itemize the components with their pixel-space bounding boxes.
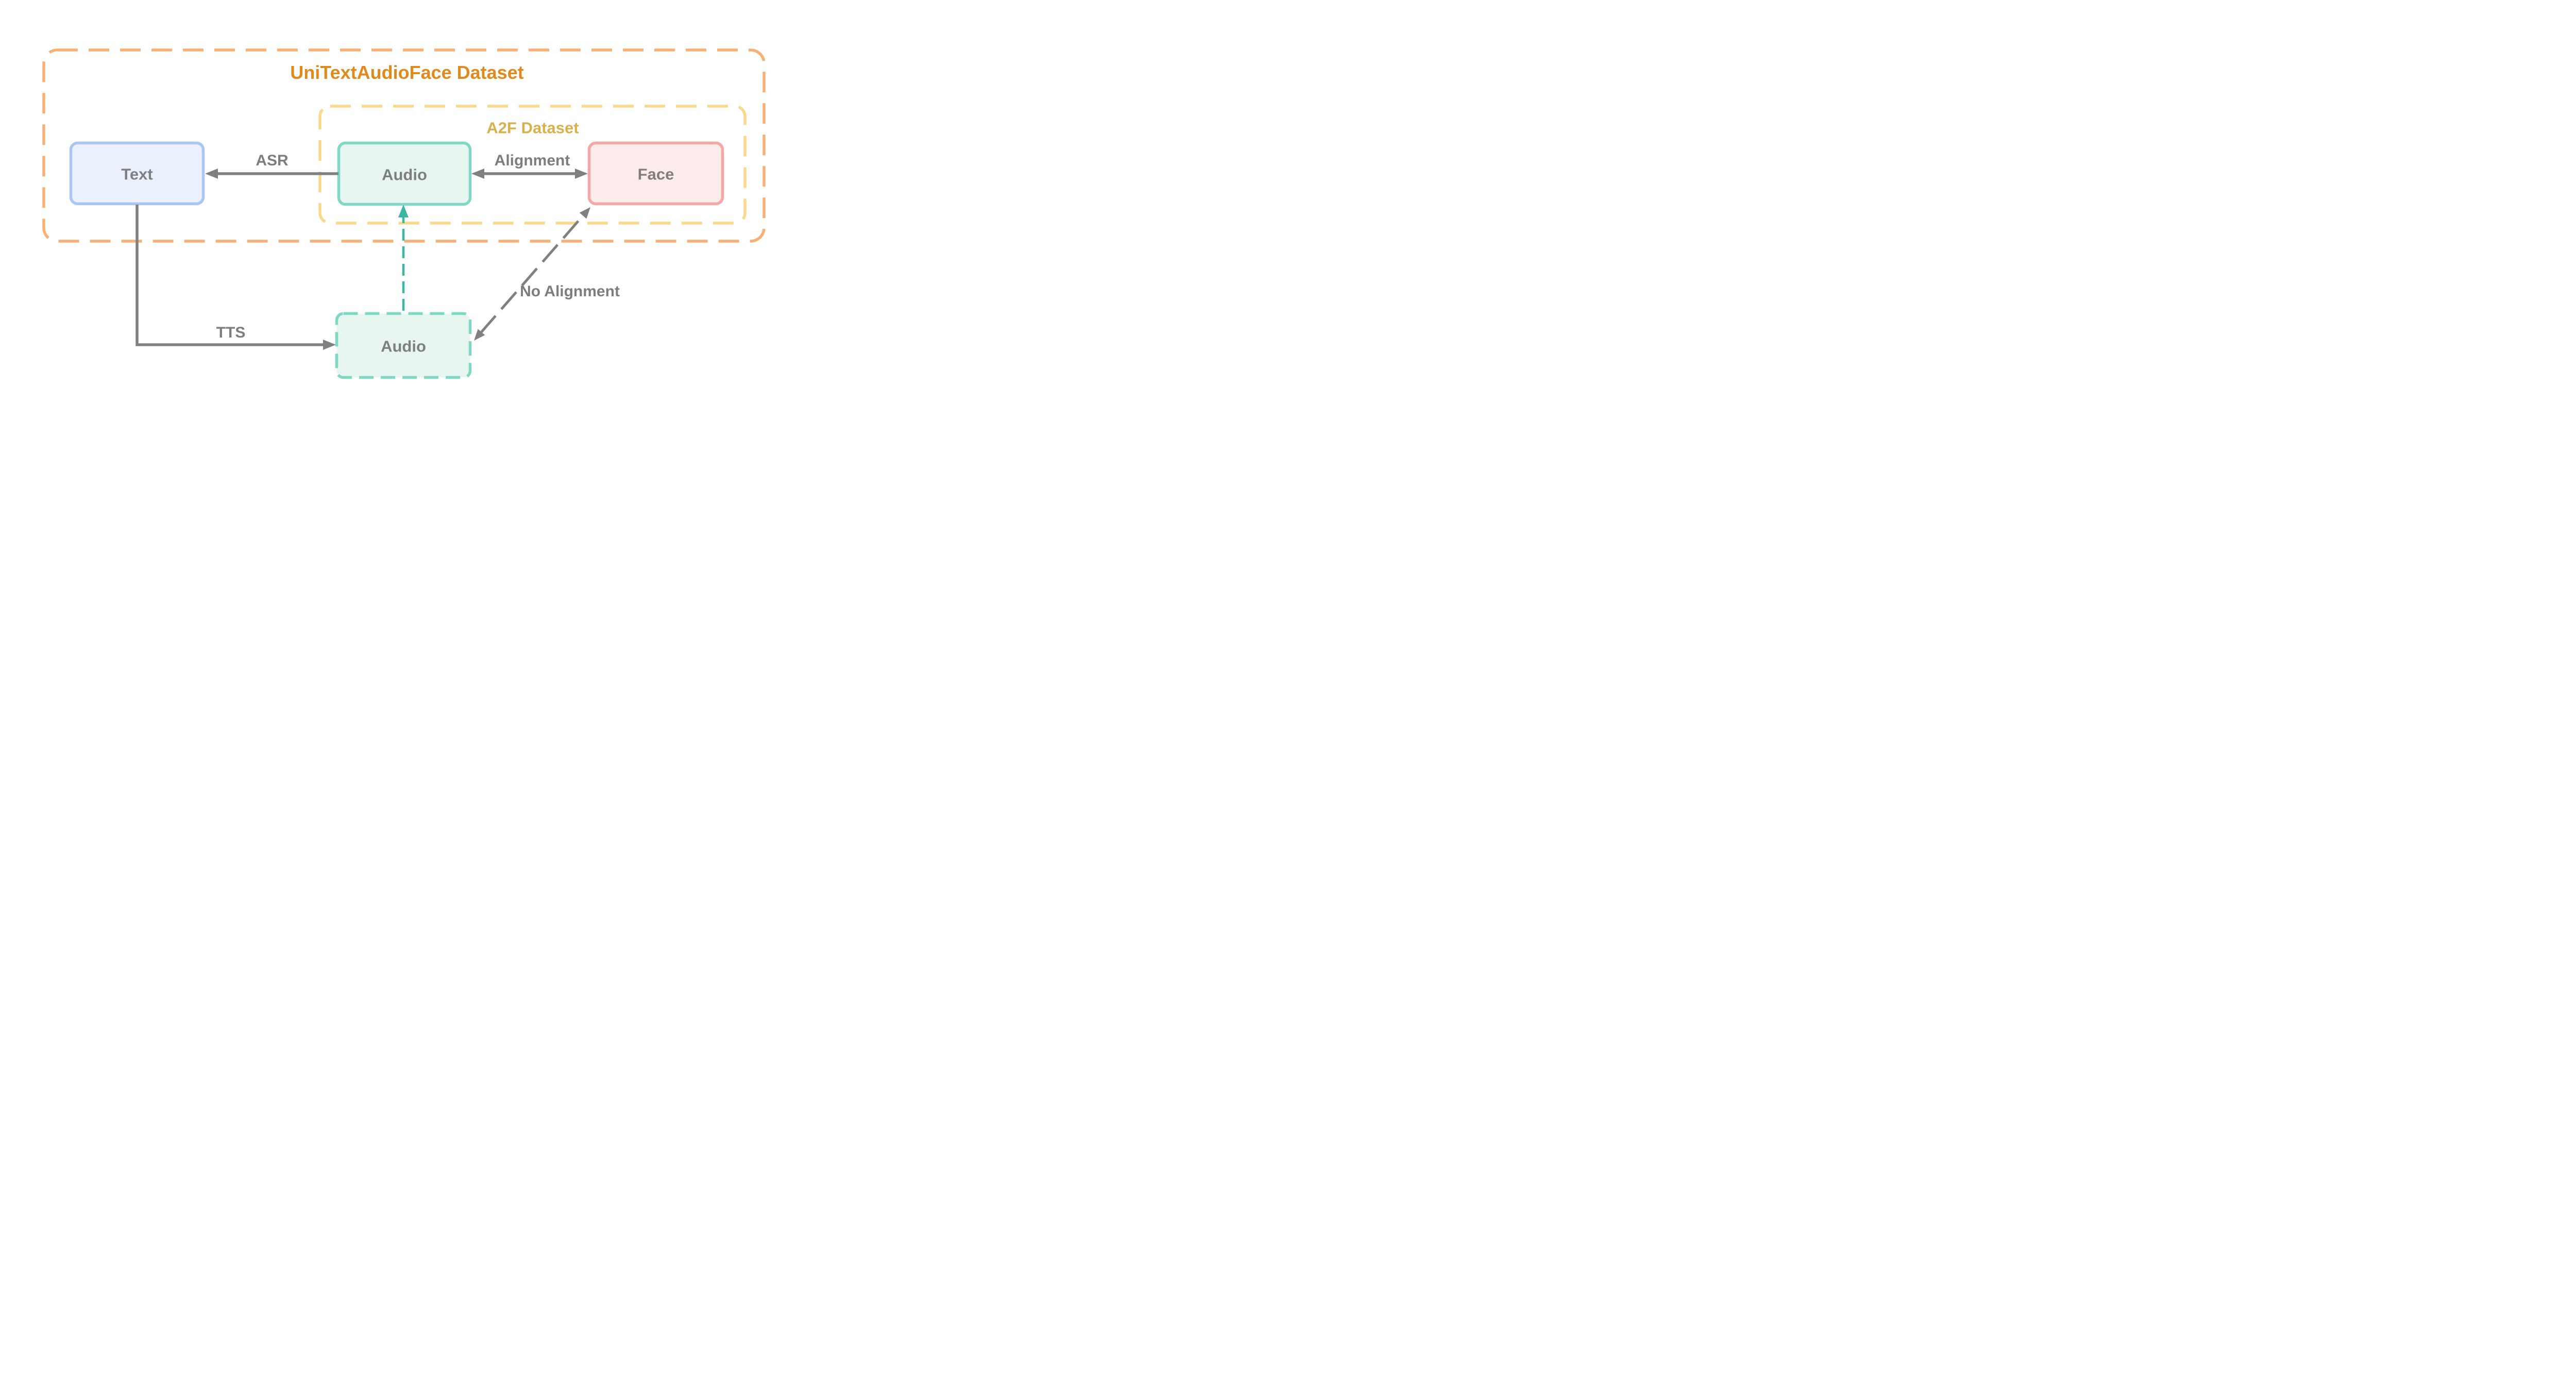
- face-node-box: [587, 141, 724, 206]
- no-alignment-edge-label: No Alignment: [520, 283, 620, 300]
- asr-edge-label: ASR: [256, 152, 289, 169]
- alignment-arrow: [471, 168, 588, 179]
- alignment-edge-label: Alignment: [494, 152, 570, 169]
- text-node-label: Text: [121, 165, 153, 183]
- alignment-right-arrowhead-icon: [575, 168, 588, 179]
- uni-text-audio-face-dataset-boundary: [42, 48, 766, 243]
- a2f-dataset-boundary: [318, 105, 747, 225]
- alignment-left-arrowhead-icon: [471, 168, 484, 179]
- inner-dataset-title: A2F Dataset: [486, 119, 579, 137]
- no-alignment-lower-arrowhead-icon: [474, 329, 485, 341]
- audio-node-label: Audio: [382, 165, 427, 184]
- tts-audio-node-box: [335, 312, 472, 379]
- tts-arrowhead-icon: [323, 340, 336, 350]
- no-alignment-upper-arrowhead-icon: [579, 207, 590, 219]
- audio-node-box: [337, 141, 472, 206]
- teal-up-arrowhead-icon: [398, 205, 409, 217]
- no-alignment-arrow: [474, 207, 590, 341]
- outer-dataset-title: UniTextAudioFace Dataset: [290, 62, 524, 83]
- tts-arrow: [135, 205, 336, 350]
- tts-audio-to-audio-arrow: [398, 205, 409, 311]
- tts-audio-node-label: Audio: [381, 337, 426, 356]
- tts-edge-label: TTS: [216, 324, 246, 341]
- diagram-canvas: UniTextAudioFace Dataset A2F Dataset Tex…: [0, 0, 808, 427]
- asr-arrowhead-icon: [205, 168, 218, 179]
- face-node-label: Face: [637, 165, 674, 183]
- diagram-shapes: [42, 48, 766, 379]
- text-node-box: [69, 141, 205, 206]
- asr-arrow: [205, 168, 338, 179]
